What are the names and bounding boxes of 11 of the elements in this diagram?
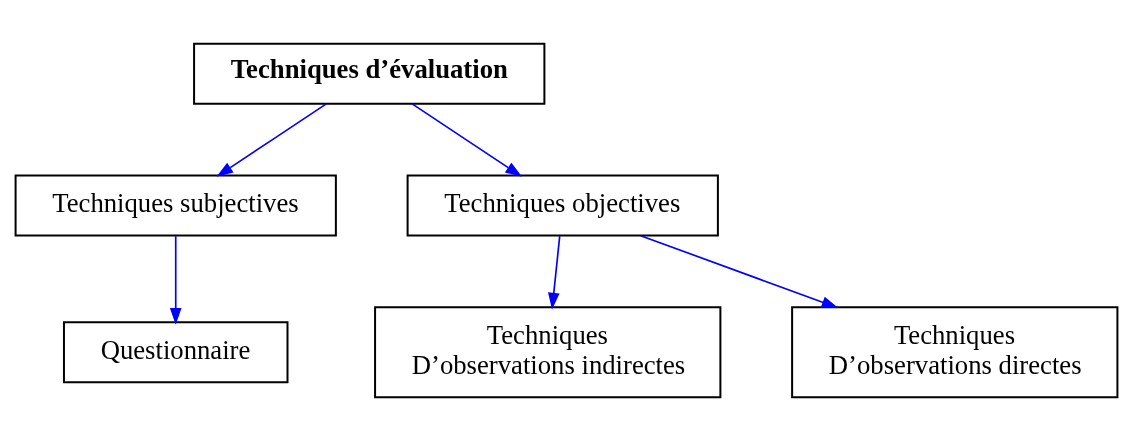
arrow: [639, 234, 839, 309]
node-box: Techniques D’observations indirectes: [374, 306, 722, 399]
node-box: Techniques D’observations directes: [791, 306, 1119, 399]
node-box: Techniques d’évaluation: [193, 42, 546, 105]
node-box: Questionnaire: [62, 321, 289, 384]
arrow: [411, 103, 523, 177]
arrow: [216, 103, 328, 177]
arrow: [547, 235, 561, 310]
node-box: Techniques objectives: [406, 174, 719, 237]
node-box: Techniques subjectives: [14, 174, 337, 237]
arrow: [169, 235, 182, 325]
